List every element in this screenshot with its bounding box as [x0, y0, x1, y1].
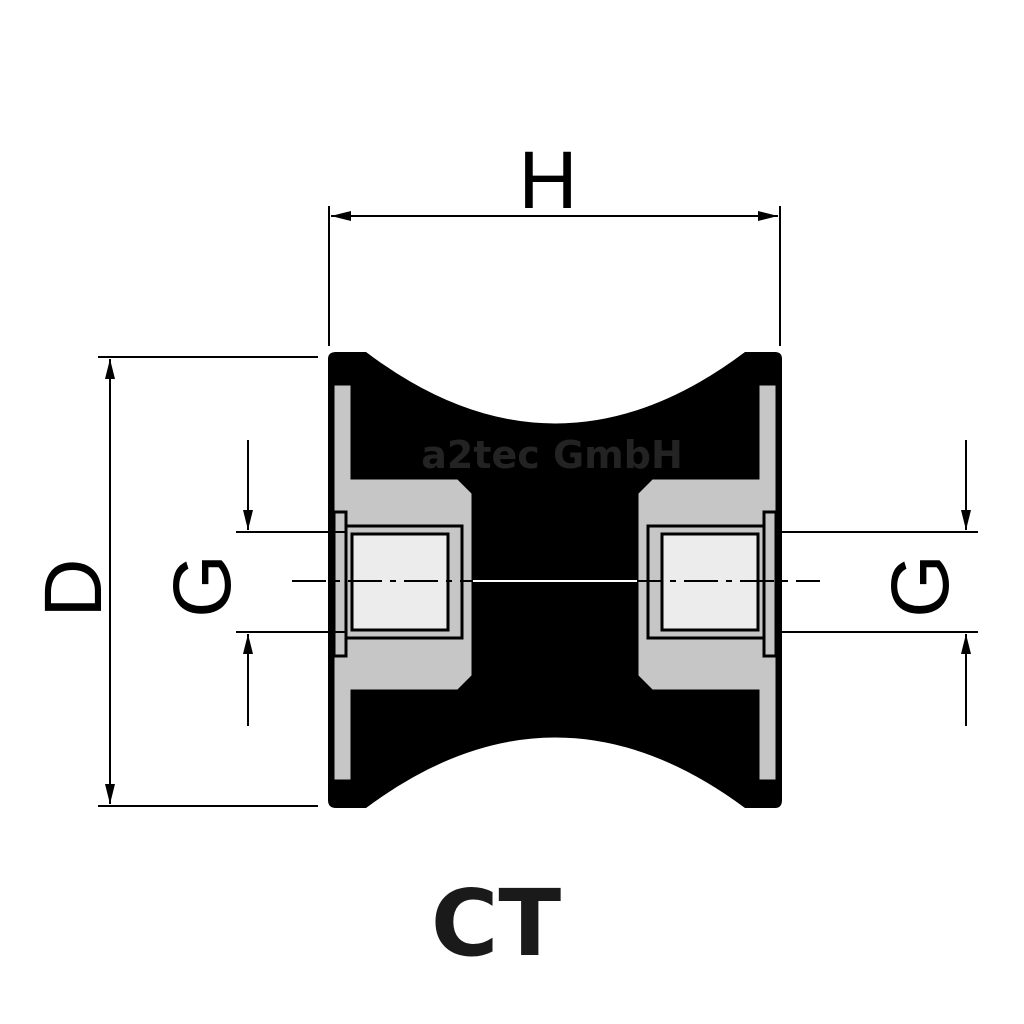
model-label: CT [431, 870, 562, 977]
left-threaded-bore [332, 510, 464, 658]
rubber-mount-body [292, 352, 820, 808]
right-threaded-bore [646, 510, 778, 658]
dimension-d-label: D [28, 558, 119, 617]
dimension-g-right: G [776, 440, 978, 726]
dimension-g-left-label: G [157, 554, 248, 618]
dimension-d: D [28, 356, 318, 807]
dimension-g-right-label: G [875, 554, 966, 618]
dimension-h: H [328, 135, 781, 346]
watermark-text: a2tec GmbH [421, 433, 683, 477]
dimension-g-left: G [157, 440, 346, 726]
dimension-h-label: H [518, 135, 577, 226]
